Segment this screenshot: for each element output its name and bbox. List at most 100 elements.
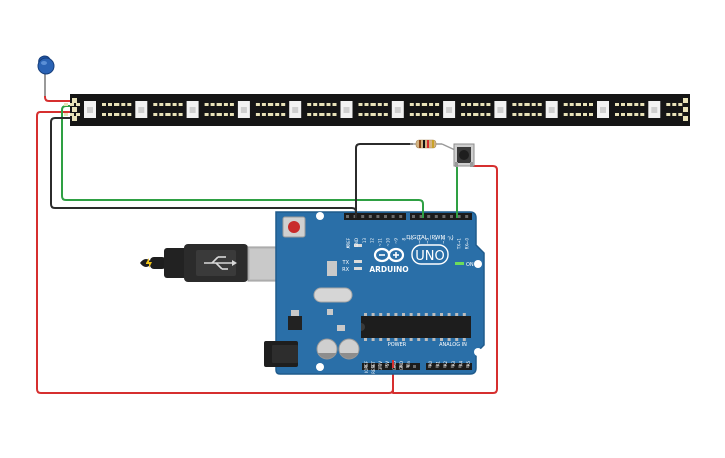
pin-label: 13 [362, 238, 367, 244]
pin-label: GND [354, 238, 359, 247]
header-hole[interactable] [378, 365, 381, 368]
header-hole[interactable] [450, 365, 454, 368]
led-pixel [320, 101, 375, 118]
pin-label: A4 [458, 361, 463, 367]
led-pixel [217, 101, 272, 118]
header-hole[interactable] [427, 215, 431, 218]
board-capacitors [316, 338, 360, 360]
led-label-tx: TX [342, 260, 350, 266]
header-hole[interactable] [435, 365, 439, 368]
smd-part [327, 261, 337, 269]
logo-infinity-right [387, 247, 405, 263]
wire-ends [355, 196, 458, 368]
header-hole[interactable] [466, 365, 469, 368]
pin-label: ~10 [386, 238, 391, 247]
mounting-hole [474, 260, 482, 268]
header-hole[interactable] [399, 365, 402, 368]
strip-pad[interactable] [683, 98, 688, 103]
usb-cable[interactable] [140, 244, 295, 282]
strip-pad[interactable] [72, 98, 77, 103]
header-hole[interactable] [457, 215, 461, 218]
pin-label: IOREF [364, 360, 369, 373]
pin-label: A1 [436, 361, 441, 367]
mounting-hole [316, 363, 324, 371]
header-hole[interactable] [442, 215, 446, 218]
pin-label: ~11 [378, 238, 383, 247]
strip-pad[interactable] [72, 116, 77, 121]
pin-label: A0 [428, 361, 433, 367]
header-hole[interactable] [368, 215, 372, 218]
pin-label: ~5 [425, 238, 430, 244]
resistor[interactable] [410, 139, 456, 151]
pin-label: RX←0 [465, 238, 470, 250]
header-hole[interactable] [450, 215, 453, 218]
pin-label: GND [399, 361, 404, 370]
pushbutton[interactable] [453, 143, 475, 167]
header-hole[interactable] [371, 365, 374, 368]
crystal [313, 287, 353, 303]
header-hole[interactable] [465, 215, 469, 218]
analog-section-label: ANALOG IN [439, 342, 467, 348]
pin-label: 5V [385, 361, 390, 367]
strip-body [70, 94, 690, 126]
led-strip[interactable] [64, 94, 690, 126]
pin-label: A3 [451, 361, 456, 367]
pin-label: RESET [371, 360, 376, 373]
led-pixel [269, 101, 324, 118]
wires [36, 72, 498, 394]
wire-green-data[interactable] [61, 105, 424, 218]
digital-section-label: DIGITAL (PWM ~) [406, 235, 453, 241]
strip-pad[interactable] [72, 107, 77, 112]
header-hole[interactable] [376, 215, 380, 218]
wire-red-button[interactable] [392, 165, 498, 394]
pin-label: Vin [406, 361, 411, 368]
pin-label: A5 [466, 361, 471, 367]
header-hole[interactable] [443, 365, 447, 368]
capacitor[interactable] [37, 55, 55, 96]
power-header [362, 363, 420, 370]
header-hole[interactable] [413, 365, 416, 368]
power-section-label: POWER [388, 342, 407, 348]
pin-label: ~9 [393, 238, 398, 244]
pin-label: 4 [433, 238, 438, 241]
header-hole[interactable] [406, 365, 409, 368]
smd-part [327, 309, 333, 315]
arduino-logo: ARDUINO UNO [369, 244, 449, 274]
header-hole[interactable] [428, 365, 431, 368]
header-hole[interactable] [361, 215, 365, 218]
pin-label: ~6 [417, 238, 422, 244]
smd-part [327, 268, 337, 276]
reset-button[interactable] [282, 216, 306, 238]
pin-label: ~3 [441, 238, 446, 244]
digital-header-high [344, 213, 406, 220]
pin-label: 8 [401, 238, 406, 241]
pin-label: 2 [449, 238, 454, 241]
header-hole[interactable] [391, 215, 395, 218]
header-hole[interactable] [434, 215, 438, 218]
pin-label: 7 [409, 238, 414, 241]
strip-pad[interactable] [683, 116, 688, 121]
wire-red-strip-cap[interactable] [44, 72, 72, 102]
strip-pad[interactable] [683, 107, 688, 112]
strip-pins [72, 98, 688, 121]
header-hole[interactable] [399, 215, 403, 218]
header-hole[interactable] [364, 365, 367, 368]
header-hole[interactable] [384, 215, 387, 218]
wire-black-gnd[interactable] [50, 117, 357, 218]
header-hole[interactable] [412, 215, 415, 218]
arduino-uno-board[interactable]: L TX RX ON ARDUINO UNO DIGITAL ( [264, 211, 485, 375]
led-pixel [628, 101, 683, 118]
header-hole[interactable] [385, 365, 388, 368]
pin-label: TX→1 [457, 238, 462, 251]
header-hole[interactable] [458, 365, 462, 368]
header-hole[interactable] [419, 215, 423, 218]
model-text: UNO [415, 249, 444, 264]
led-pixel [115, 101, 170, 118]
wire-black-resistor[interactable] [355, 143, 413, 208]
analog-header [426, 363, 472, 370]
smd-part [337, 325, 345, 331]
header-hole[interactable] [346, 215, 349, 218]
regulator [288, 316, 302, 330]
